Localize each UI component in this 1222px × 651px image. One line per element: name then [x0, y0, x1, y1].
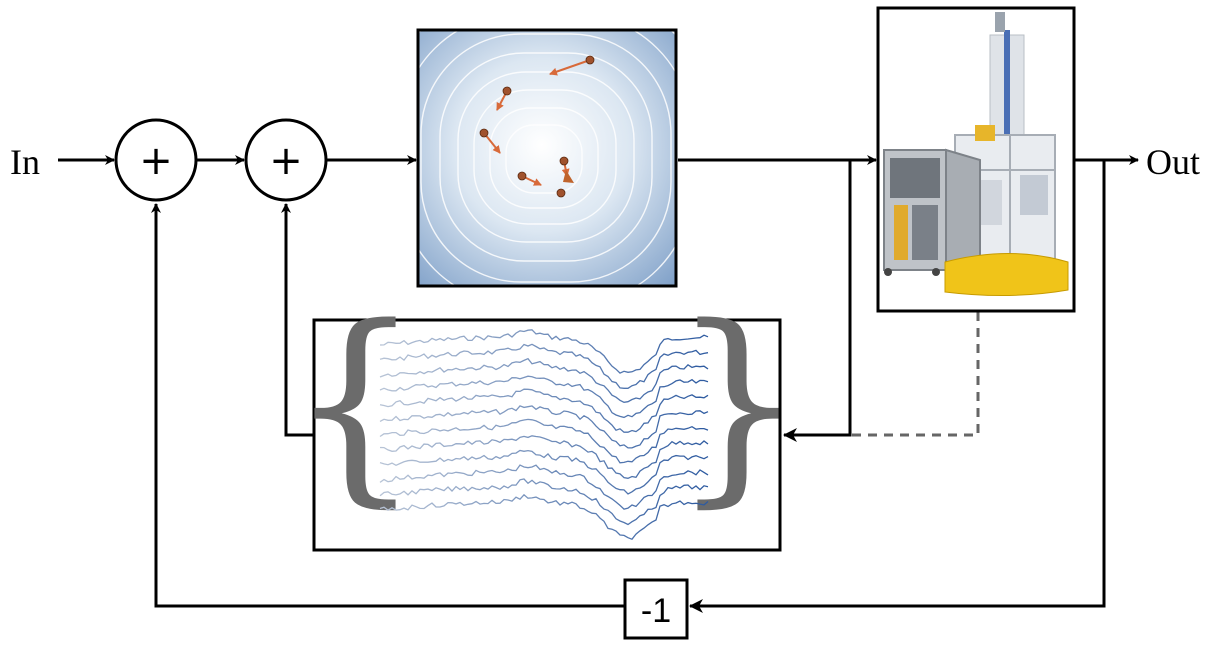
signal-trace	[379, 449, 709, 495]
signal-traces	[379, 329, 709, 540]
arrow-gain-to-sum1	[151, 203, 624, 608]
input-label: In	[10, 142, 40, 182]
signal-trace	[379, 478, 709, 526]
signal-trace	[379, 343, 709, 389]
gain-block: -1	[623, 578, 689, 640]
sum-symbol-2: +	[269, 138, 303, 184]
summing-junction-2: +	[244, 118, 328, 202]
sum-symbol-1: +	[139, 138, 173, 184]
signal-trace	[379, 418, 709, 464]
output-label: Out	[1146, 142, 1200, 182]
right-brace-icon: }	[671, 281, 805, 526]
summing-junction-1: +	[114, 118, 198, 202]
left-brace-icon: {	[288, 281, 422, 526]
signal-trace	[379, 357, 709, 403]
signal-trace	[379, 375, 709, 419]
signal-ensemble-block: { }	[288, 281, 805, 552]
arrow-branch-to-signal-box	[783, 160, 852, 442]
signal-trace	[379, 329, 709, 374]
signal-trace	[379, 435, 709, 479]
plant-block	[876, 6, 1076, 313]
arrow-signal-box-to-sum2	[281, 203, 314, 437]
signal-trace	[379, 493, 709, 540]
arrow-out-to-gain	[689, 160, 1106, 613]
dashed-sensor-link	[850, 312, 980, 437]
optimization-landscape-block	[416, 28, 678, 288]
signal-ensemble-icon: { }	[288, 281, 805, 540]
signal-trace	[379, 464, 709, 510]
optimization-landscape-icon	[418, 30, 676, 286]
signal-trace	[379, 388, 709, 433]
signal-trace	[379, 405, 709, 449]
robot-machine-photo-icon	[883, 12, 1069, 297]
gain-label: -1	[641, 592, 671, 630]
